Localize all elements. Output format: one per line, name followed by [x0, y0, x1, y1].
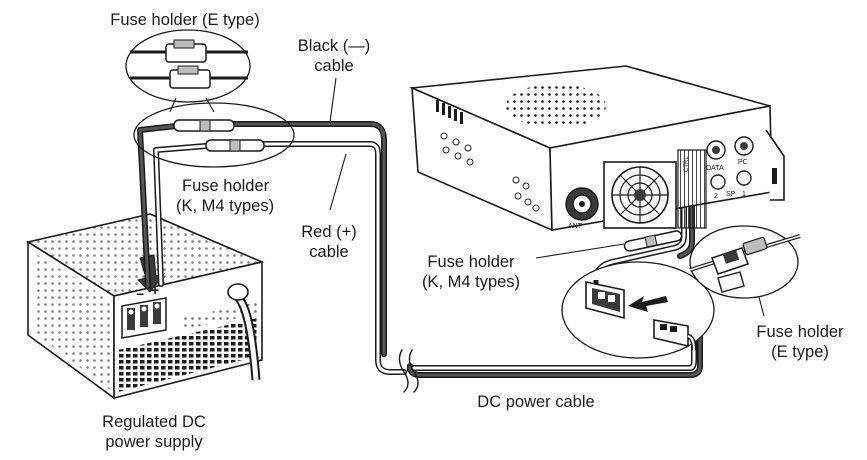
label-red-cable-line1: Red (+)	[301, 223, 357, 241]
insert-arrow-icon	[628, 296, 668, 312]
label-fuse-holder-e-right: Fuse holder (E type)	[742, 322, 858, 362]
label-fuse-holder-k-left-line1: Fuse holder	[182, 177, 270, 195]
port-label-pc: PC	[738, 159, 748, 166]
connector-callout	[561, 261, 715, 359]
label-black-cable: Black (—) cable	[282, 36, 386, 76]
port-label-sp: SP	[726, 191, 736, 198]
port-label-ant: ANT	[568, 223, 583, 230]
fuse-holder-k-right	[623, 230, 683, 252]
label-fuse-holder-e-right-line1: Fuse holder	[756, 323, 844, 341]
fuse-holder-e-callout-right	[689, 225, 801, 299]
label-fuse-holder-e-top: Fuse holder (E type)	[92, 10, 278, 30]
label-black-cable-line1: Black (—)	[297, 37, 371, 55]
label-fuse-holder-k-left: Fuse holder (K, M4 types)	[176, 176, 306, 216]
label-red-cable-line2: cable	[309, 243, 349, 261]
label-fuse-holder-e-top-text: Fuse holder (E type)	[110, 11, 260, 29]
label-red-cable: Red (+) cable	[290, 222, 368, 262]
transceiver-unit: DATA PC ANT SP 1 2 CTRL	[408, 65, 785, 232]
label-fuse-holder-k-right: Fuse holder (K, M4 types)	[404, 252, 538, 292]
highlight-ellipse-left	[133, 102, 295, 168]
fuse-holder-k-left	[173, 119, 265, 152]
terminal-block	[121, 297, 167, 339]
dc-power-cable	[137, 121, 703, 393]
label-fuse-holder-k-left-line2: (K, M4 types)	[176, 197, 275, 215]
label-black-cable-line2: cable	[314, 57, 354, 75]
label-power-supply: Regulated DC power supply	[72, 412, 236, 452]
port-label-data: DATA	[706, 165, 724, 172]
label-fuse-holder-e-right-line2: (E type)	[771, 343, 829, 361]
label-dc-power-cable: DC power cable	[448, 392, 624, 412]
terminal-negative-mark: −	[136, 286, 144, 302]
port-label-sp-2: 2	[714, 193, 718, 200]
label-dc-power-cable-text: DC power cable	[477, 393, 595, 411]
terminal-positive-mark: +	[151, 282, 159, 298]
fuse-holder-e-callout-top	[125, 29, 251, 113]
label-power-supply-line2: power supply	[105, 433, 203, 451]
port-label-sp-1: 1	[742, 191, 746, 198]
port-label-ctrl: CTRL	[684, 156, 690, 172]
label-fuse-holder-k-right-line2: (K, M4 types)	[421, 273, 521, 291]
label-power-supply-line1: Regulated DC	[102, 413, 206, 431]
label-fuse-holder-k-right-line1: Fuse holder	[427, 253, 515, 271]
